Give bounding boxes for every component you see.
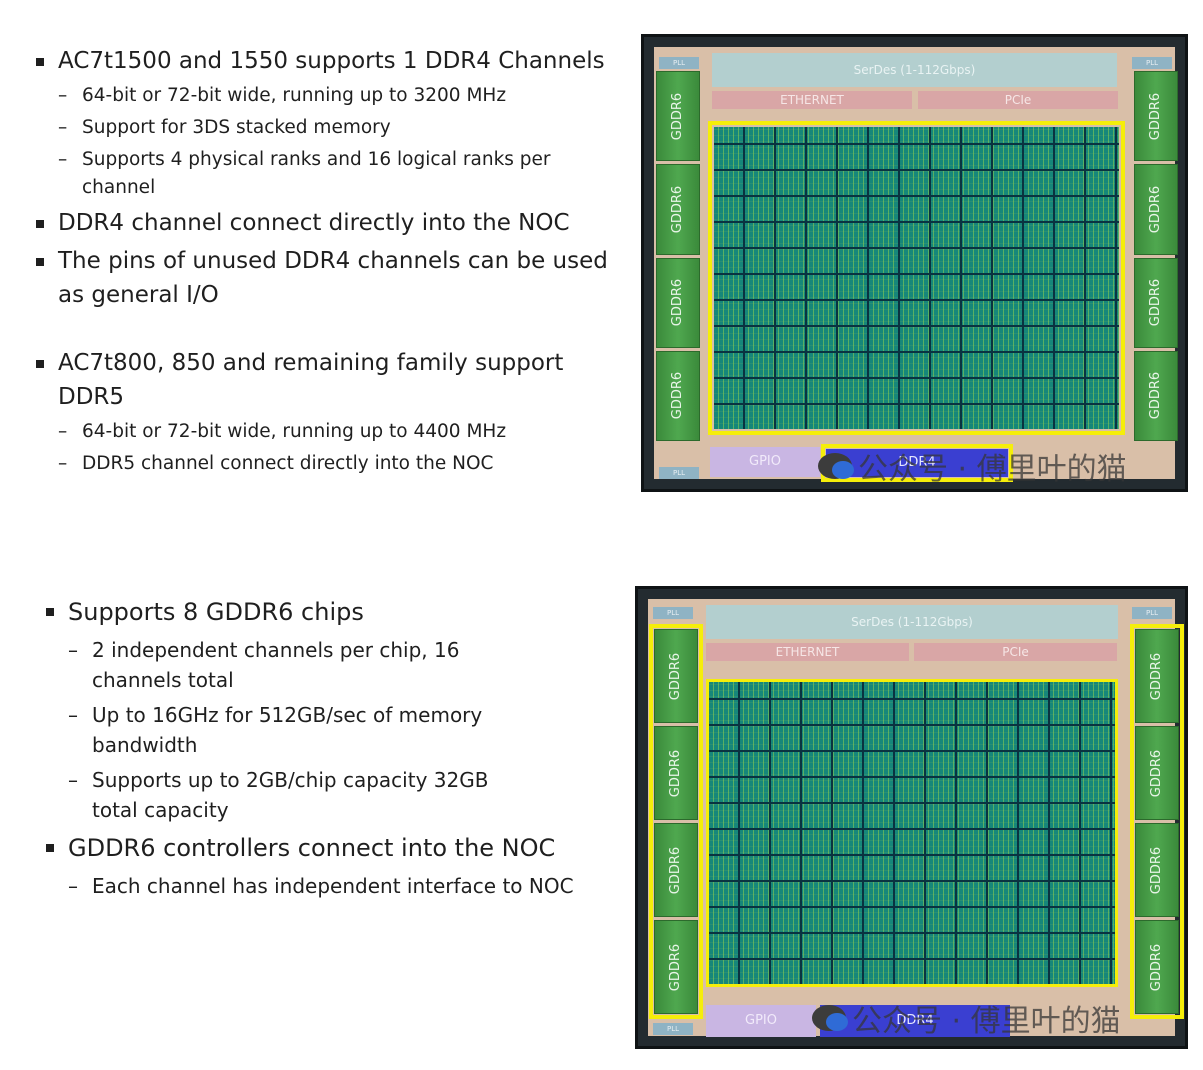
gpio-block: GPIO (710, 447, 820, 477)
top-bullet-list: AC7t1500 and 1550 supports 1 DDR4 Channe… (36, 44, 621, 482)
bullet: AC7t1500 and 1550 supports 1 DDR4 Channe… (36, 44, 621, 78)
sub-bullet: DDR5 channel connect directly into the N… (36, 450, 621, 478)
sub-bullet-text: Supports up to 2GB/chip capacity 32GB to… (92, 768, 489, 822)
wechat-icon (812, 1005, 848, 1031)
gddr6-block: GDDR6 (1134, 350, 1178, 441)
gddr6-block: GDDR6 (1134, 257, 1178, 348)
gddr6-left-highlight-box (649, 624, 703, 1019)
gddr6-column-right: GDDR6 GDDR6 GDDR6 GDDR6 (1134, 71, 1178, 441)
bottom-bullet-list: Supports 8 GDDR6 chips 2 independent cha… (46, 594, 621, 906)
bullet: The pins of unused DDR4 channels can be … (36, 244, 621, 312)
serdes-block: SerDes (1-112Gbps) (712, 53, 1117, 87)
bullet: Supports 8 GDDR6 chips (46, 594, 621, 630)
gddr6-block: GDDR6 (656, 71, 700, 162)
gddr6-label: GDDR6 (1148, 278, 1164, 327)
wechat-icon (818, 453, 854, 479)
pll-block: PLL (1132, 607, 1172, 619)
pll-block: PLL (659, 467, 699, 479)
bullet: DDR4 channel connect directly into the N… (36, 206, 621, 240)
pll-block: PLL (659, 57, 699, 69)
bullet: AC7t800, 850 and remaining family suppor… (36, 346, 578, 414)
sub-bullet-text: Supports 4 physical ranks and 16 logical… (82, 149, 551, 198)
sub-bullet: Up to 16GHz for 512GB/sec of memory band… (46, 700, 562, 760)
sub-bullet-text: Up to 16GHz for 512GB/sec of memory band… (92, 703, 483, 757)
sub-bullet: 2 independent channels per chip, 16 chan… (46, 635, 472, 695)
gddr6-label: GDDR6 (670, 92, 686, 140)
sub-bullet-text: Each channel has independent interface t… (92, 874, 574, 898)
fpga-die-diagram-gddr6: PLL PLL PLL SerDes (1-112Gbps) ETHERNET … (635, 586, 1188, 1049)
sub-bullet: Each channel has independent interface t… (46, 871, 621, 901)
serdes-block: SerDes (1-112Gbps) (706, 605, 1118, 639)
pll-block: PLL (653, 607, 693, 619)
sub-bullet-text: Support for 3DS stacked memory (82, 117, 391, 138)
ddr4-block: DDR4 (820, 1005, 1010, 1037)
bullet: GDDR6 controllers connect into the NOC (46, 830, 621, 866)
bullet-text: The pins of unused DDR4 channels can be … (58, 248, 608, 308)
sub-bullet: 64-bit or 72-bit wide, running up to 440… (36, 418, 621, 446)
watermark-text: 公众号 · 傅里叶的猫 (858, 452, 1127, 487)
gddr6-block: GDDR6 (654, 629, 698, 723)
spacer (36, 316, 621, 346)
gddr6-right-highlight-box (1130, 624, 1184, 1019)
gddr6-label: GDDR6 (670, 185, 686, 234)
sub-bullet: 64-bit or 72-bit wide, running up to 320… (36, 82, 621, 110)
gddr6-label: GDDR6 (1148, 92, 1164, 140)
gddr6-label: GDDR6 (670, 372, 686, 420)
ethernet-block: ETHERNET (706, 643, 909, 661)
gddr6-block: GDDR6 (656, 164, 700, 255)
pll-block: PLL (1132, 57, 1172, 69)
gddr6-label: GDDR6 (670, 278, 686, 327)
bullet-text: Supports 8 GDDR6 chips (68, 598, 364, 626)
sub-bullet-text: DDR5 channel connect directly into the N… (82, 453, 494, 474)
gddr6-block: GDDR6 (1134, 164, 1178, 255)
gddr6-block: GDDR6 (654, 823, 698, 917)
gddr6-column-left: GDDR6 GDDR6 GDDR6 GDDR6 (656, 71, 700, 441)
gddr6-column-left: GDDR6 GDDR6 GDDR6 GDDR6 (654, 629, 698, 1014)
ethernet-block: ETHERNET (712, 91, 912, 109)
bullet-text: AC7t1500 and 1550 supports 1 DDR4 Channe… (58, 48, 605, 74)
sub-bullet: Supports 4 physical ranks and 16 logical… (36, 146, 562, 202)
pll-block: PLL (653, 1023, 693, 1035)
watermark: 公众号 · 傅里叶的猫 (812, 996, 1121, 1040)
gddr6-block: GDDR6 (656, 350, 700, 441)
bullet-text: GDDR6 controllers connect into the NOC (68, 834, 556, 862)
fpga-die-diagram-ddr: PLL PLL PLL SerDes (1-112Gbps) ETHERNET … (641, 34, 1188, 492)
gddr6-label: GDDR6 (1148, 185, 1164, 234)
fpga-core-fabric (714, 127, 1119, 429)
bullet-text: DDR4 channel connect directly into the N… (58, 210, 570, 236)
pcie-block: PCIe (914, 643, 1117, 661)
sub-bullet-text: 64-bit or 72-bit wide, running up to 320… (82, 85, 507, 106)
gddr6-column-right: GDDR6 GDDR6 GDDR6 GDDR6 (1135, 629, 1179, 1014)
watermark: 公众号 · 傅里叶的猫 (818, 444, 1127, 488)
watermark-text: 公众号 · 傅里叶的猫 (852, 1004, 1121, 1039)
gddr6-block: GDDR6 (654, 920, 698, 1014)
gddr6-block: GDDR6 (1134, 71, 1178, 162)
gddr6-label: GDDR6 (1148, 372, 1164, 420)
ddr4-block: DDR4 (826, 449, 1008, 477)
sub-bullet: Support for 3DS stacked memory (36, 114, 621, 142)
gddr6-block: GDDR6 (1135, 726, 1179, 820)
gddr6-block: GDDR6 (656, 257, 700, 348)
core-highlight-box (708, 121, 1125, 435)
gpio-block: GPIO (706, 1005, 816, 1037)
pcie-block: PCIe (918, 91, 1118, 109)
bullet-text: AC7t800, 850 and remaining family suppor… (58, 350, 564, 410)
sub-bullet-text: 64-bit or 72-bit wide, running up to 440… (82, 421, 507, 442)
fpga-core-fabric (706, 679, 1118, 987)
sub-bullet-text: 2 independent channels per chip, 16 chan… (92, 638, 460, 692)
gddr6-block: GDDR6 (654, 726, 698, 820)
gddr6-block: GDDR6 (1135, 823, 1179, 917)
sub-bullet: Supports up to 2GB/chip capacity 32GB to… (46, 765, 492, 825)
gddr6-block: GDDR6 (1135, 629, 1179, 723)
gddr6-block: GDDR6 (1135, 920, 1179, 1014)
